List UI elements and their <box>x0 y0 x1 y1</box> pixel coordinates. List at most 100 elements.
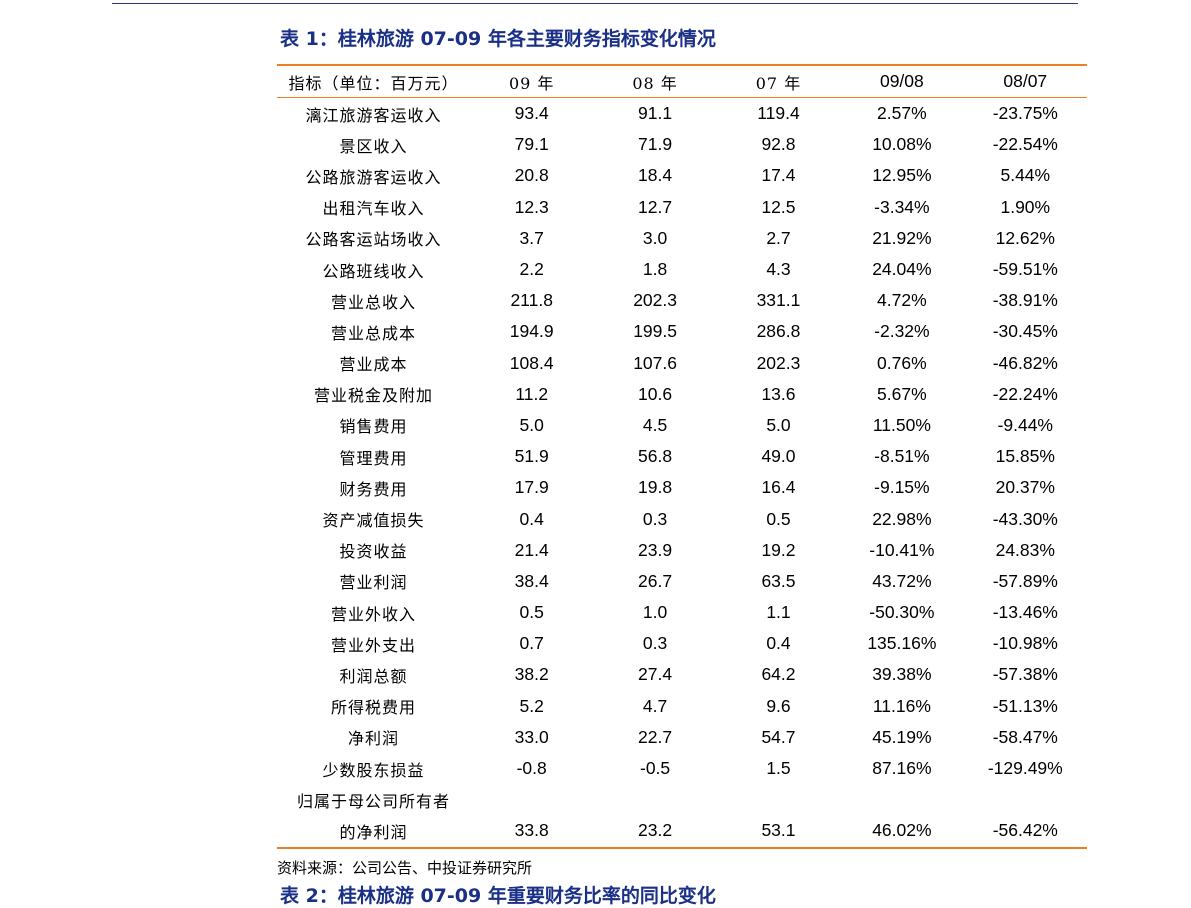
header-separator-rule <box>277 97 1087 98</box>
cell-change-09-08: 10.08% <box>872 134 932 155</box>
cell-indicator: 营业总成本 <box>330 323 416 343</box>
cell-val-08: 4.7 <box>642 695 668 716</box>
cell-val-09: 108.4 <box>509 352 554 373</box>
cell-change-08-07: -38.91% <box>992 290 1058 311</box>
cell-val-07: 49.0 <box>761 446 796 467</box>
cell-change-08-07: -57.89% <box>992 570 1058 591</box>
cell-val-07: 0.5 <box>766 508 791 529</box>
cell-change-08-07: 24.83% <box>995 539 1055 560</box>
cell-val-07: 2.7 <box>766 227 791 248</box>
cell-change-08-07: 15.85% <box>995 446 1055 467</box>
cell-change-09-08 <box>840 784 963 815</box>
cell-indicator: 销售费用 <box>339 417 408 437</box>
cell-indicator: 净利润 <box>347 729 399 749</box>
cell-val-07: 331.1 <box>756 290 801 311</box>
table-header-row: 指标（单位：百万元） 09 年 08 年 07 年 09/08 08/07 <box>277 66 1087 97</box>
cell-change-08-07: -57.38% <box>992 664 1058 685</box>
cell-val-07: 54.7 <box>761 726 796 747</box>
cell-val-08: 1.8 <box>642 259 668 280</box>
cell-val-09: 2.2 <box>519 259 544 280</box>
cell-indicator: 营业税金及附加 <box>313 386 433 406</box>
table-row: 公路班线收入 2.2 1.8 4.3 24.04% -59.51% <box>277 254 1087 285</box>
cell-change-09-08: 24.04% <box>872 259 932 280</box>
cell-val-09: 79.1 <box>514 134 549 155</box>
cell-val-07: 12.5 <box>761 196 796 217</box>
cell-val-09: 194.9 <box>509 321 554 342</box>
cell-indicator: 漓江旅游客运收入 <box>305 105 442 125</box>
cell-indicator: 财务费用 <box>339 479 408 499</box>
cell-indicator: 投资收益 <box>339 542 408 562</box>
cell-indicator: 利润总额 <box>339 666 408 686</box>
cell-val-08: 10.6 <box>638 383 673 404</box>
cell-val-08: 4.5 <box>642 414 668 435</box>
cell-indicator: 营业利润 <box>339 573 408 593</box>
cell-change-08-07: -59.51% <box>992 259 1058 280</box>
cell-indicator: 所得税费用 <box>330 698 416 718</box>
financial-indicators-table: 指标（单位：百万元） 09 年 08 年 07 年 09/08 08/07 <box>277 66 1087 97</box>
cell-val-07: 4.3 <box>766 259 791 280</box>
cell-change-08-07: -23.75% <box>992 103 1058 124</box>
cell-indicator: 的净利润 <box>339 822 408 842</box>
cell-indicator: 公路客运站场收入 <box>305 230 442 250</box>
cell-val-09: 21.4 <box>514 539 549 560</box>
cell-change-09-08: -9.15% <box>874 477 930 498</box>
cell-indicator: 营业外收入 <box>330 604 416 624</box>
cell-val-08: 202.3 <box>633 290 677 311</box>
cell-change-09-08: 87.16% <box>872 758 932 779</box>
cell-val-07: 63.5 <box>761 570 796 591</box>
cell-change-09-08: 12.95% <box>872 165 932 186</box>
cell-change-09-08: 46.02% <box>872 820 932 841</box>
cell-change-08-07: 1.90% <box>1000 196 1051 217</box>
cell-val-08: 26.7 <box>638 570 673 591</box>
cell-change-08-07: -129.49% <box>987 758 1063 779</box>
cell-val-08: 0.3 <box>642 508 668 529</box>
cell-val-09: 38.2 <box>514 664 549 685</box>
cell-change-09-08: 2.57% <box>877 103 927 124</box>
cell-val-08: 199.5 <box>633 321 677 342</box>
cell-val-09: 11.2 <box>515 383 549 404</box>
cell-val-09: 0.7 <box>519 633 544 654</box>
cell-change-09-08: -3.34% <box>874 196 930 217</box>
cell-change-09-08: 43.72% <box>872 570 932 591</box>
cell-val-08: 56.8 <box>638 446 673 467</box>
cell-change-08-07: -13.46% <box>992 602 1058 623</box>
cell-indicator: 公路班线收入 <box>322 261 425 281</box>
cell-change-09-08: -10.41% <box>869 539 935 560</box>
cell-val-08: 27.4 <box>638 664 673 685</box>
cell-val-07: 53.1 <box>761 820 796 841</box>
cell-change-09-08: 21.92% <box>872 227 932 248</box>
header-08-07: 08/07 <box>1003 71 1048 91</box>
cell-change-08-07: -56.42% <box>992 820 1058 841</box>
cell-val-09: 38.4 <box>514 570 549 591</box>
cell-change-09-08: -50.30% <box>869 602 935 623</box>
cell-val-08: 91.1 <box>638 103 673 124</box>
cell-indicator: 资产减值损失 <box>322 511 425 531</box>
cell-change-09-08: 45.19% <box>872 726 932 747</box>
cell-val-07: 19.2 <box>761 539 796 560</box>
source-note: 资料来源：公司公告、中投证券研究所 <box>277 859 533 877</box>
cell-indicator: 公路旅游客运收入 <box>305 167 442 187</box>
cell-change-09-08: 5.67% <box>877 383 927 404</box>
cell-val-07: 286.8 <box>756 321 801 342</box>
cell-change-08-07: -22.24% <box>992 383 1058 404</box>
cell-val-09: -0.8 <box>516 758 547 779</box>
cell-val-08: 1.0 <box>642 602 668 623</box>
cell-indicator: 出租汽车收入 <box>322 199 425 219</box>
cell-indicator: 少数股东损益 <box>322 760 425 780</box>
cell-change-08-07 <box>964 784 1087 815</box>
cell-val-08: 71.9 <box>638 134 673 155</box>
cell-val-08: 0.3 <box>642 633 668 654</box>
cell-change-08-07: -43.30% <box>992 508 1058 529</box>
cell-val-09: 5.2 <box>519 695 544 716</box>
